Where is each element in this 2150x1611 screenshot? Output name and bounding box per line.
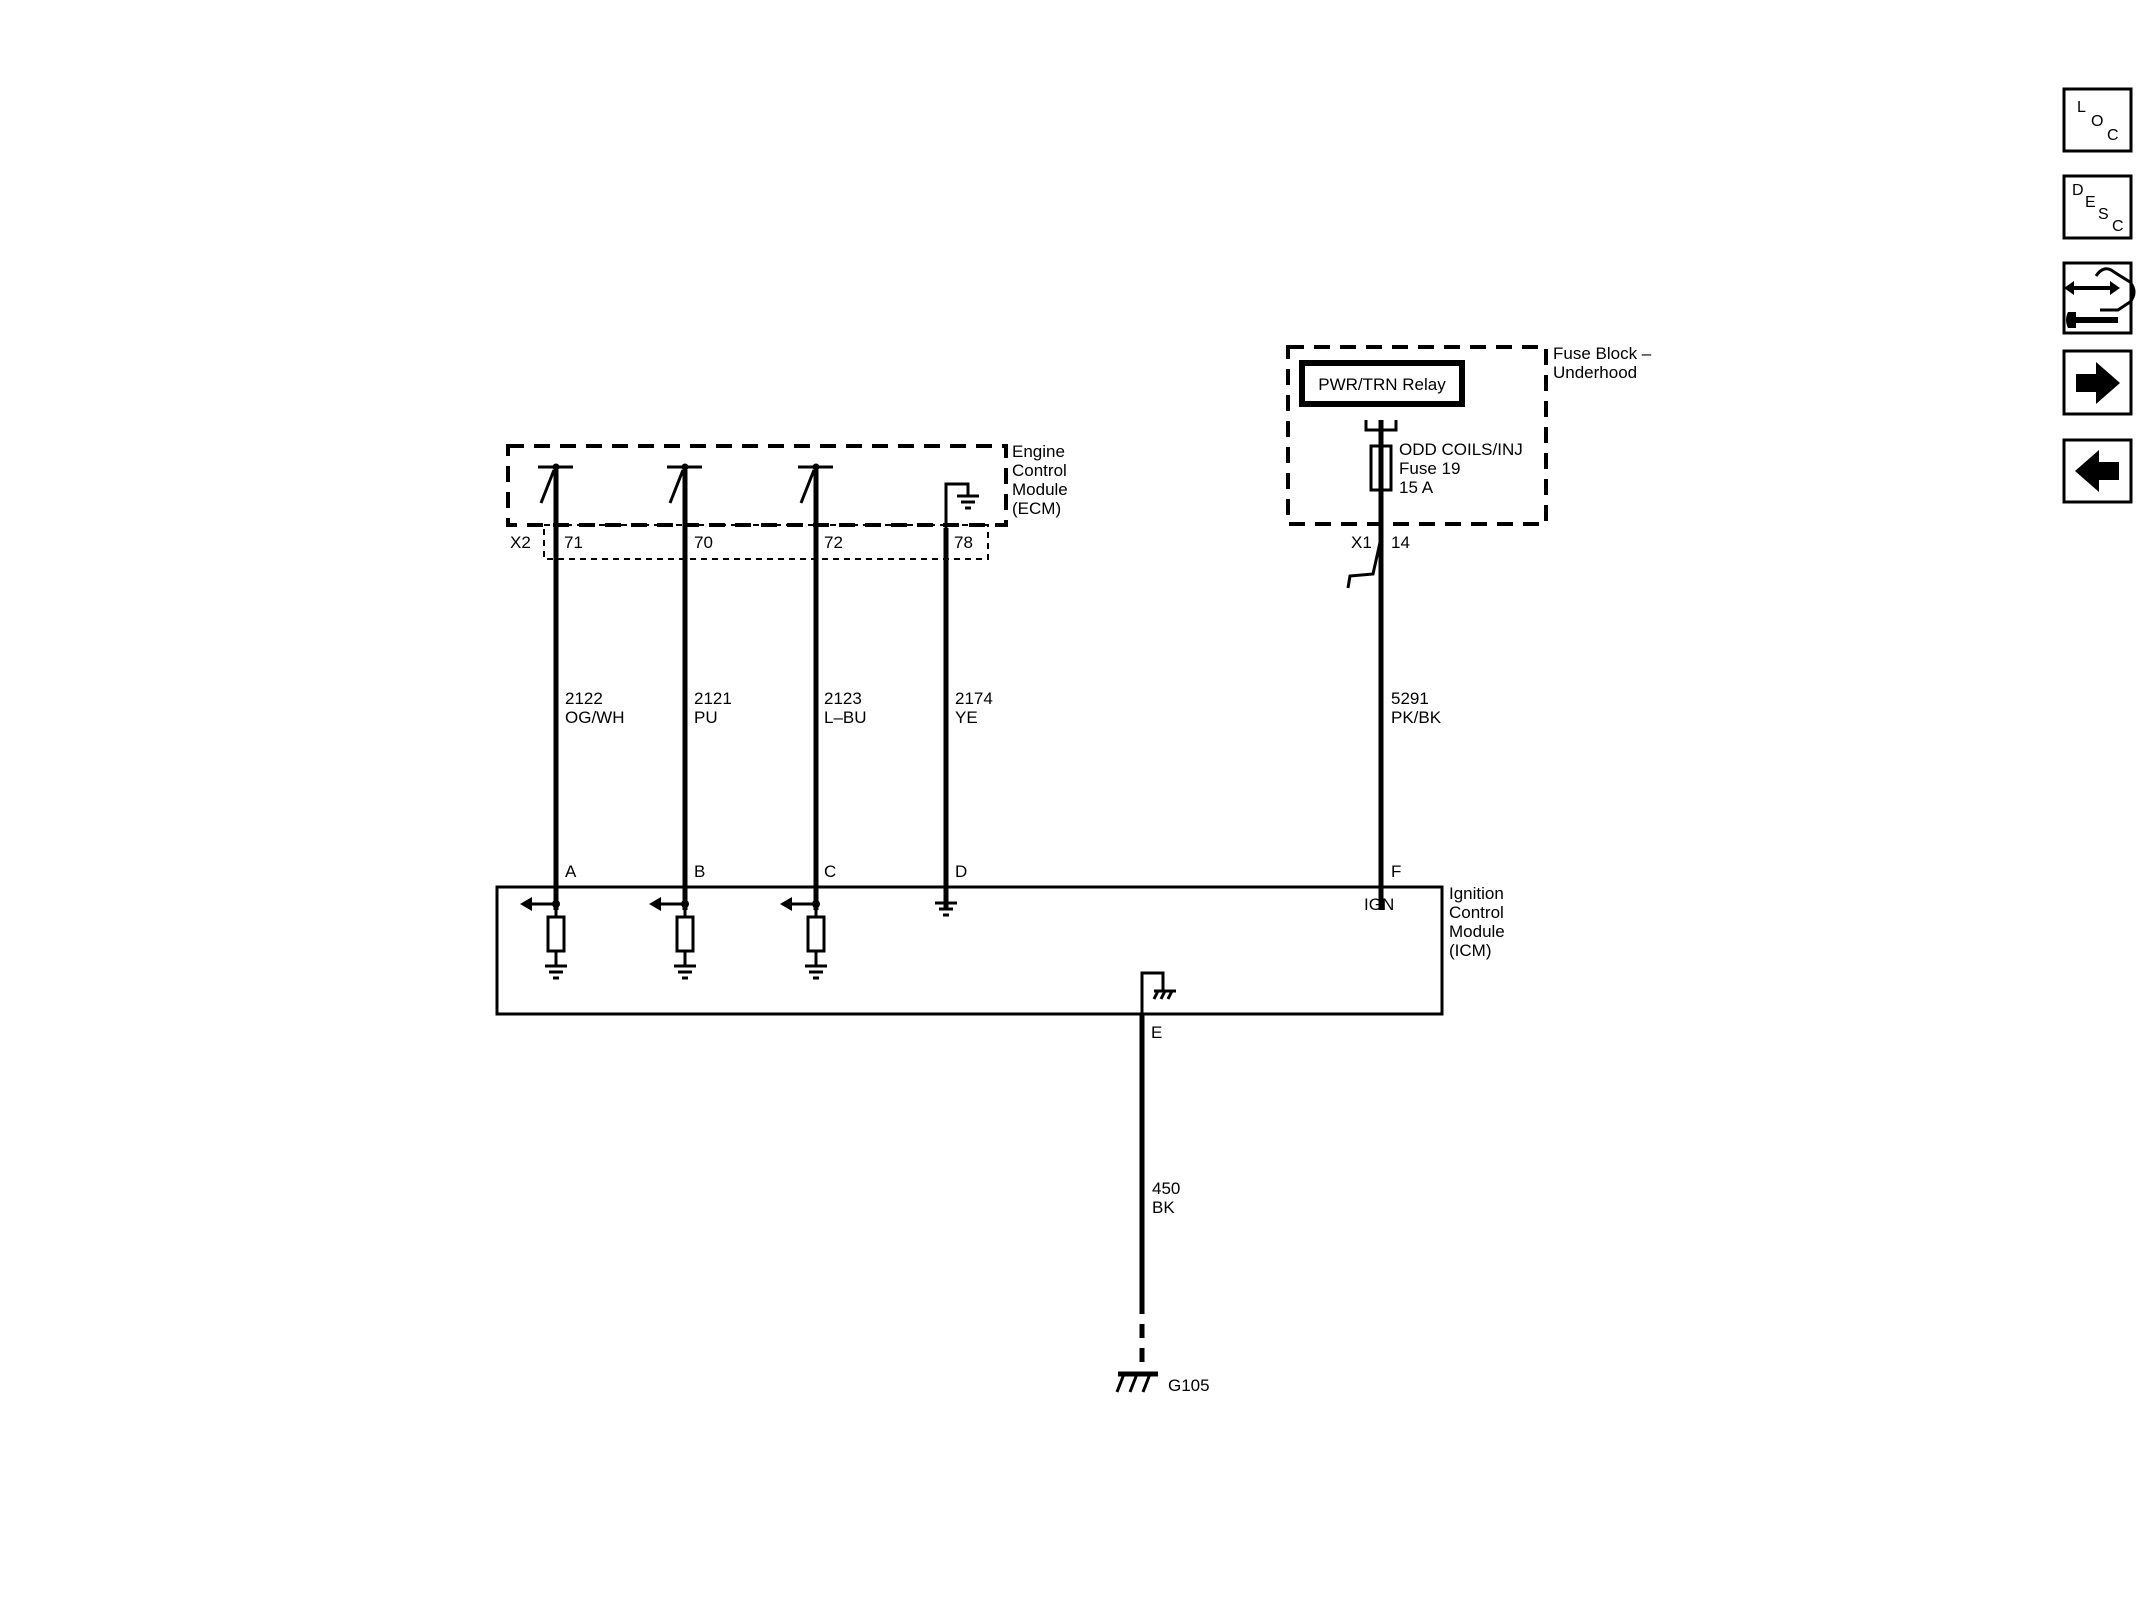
next-page-button[interactable]	[2062, 349, 2133, 416]
connector-hook-x1	[1346, 537, 1383, 589]
ground-g105-symbol	[1115, 1371, 1158, 1393]
fuse-block-underhood: PWR/TRN Relay Fuse Block – Underhood ODD…	[1286, 344, 1652, 552]
location-button-letter-o: O	[2091, 113, 2103, 130]
ground-g105-label: G105	[1168, 1376, 1210, 1395]
fuse-block-name-line-2: Underhood	[1553, 363, 1637, 382]
wire-2123-circuit: 2123	[824, 689, 862, 708]
ecm-name-line-1: Engine	[1012, 442, 1065, 461]
ecm-switch-72	[798, 463, 833, 504]
description-button[interactable]: D E S C	[2062, 174, 2133, 240]
description-button-letter-s: S	[2098, 206, 2109, 223]
previous-page-button[interactable]	[2062, 438, 2133, 504]
wire-2121-color: PU	[694, 708, 718, 727]
ecm-connector-label: X2	[510, 533, 531, 552]
icm-ign-label: IGN	[1364, 895, 1394, 914]
icm-pin-d: D	[955, 862, 967, 881]
location-button-letter-c: C	[2107, 127, 2119, 144]
icm-ground-d	[935, 887, 957, 917]
description-button-letter-d: D	[2072, 182, 2084, 199]
fuse-block-connector-label: X1	[1351, 533, 1372, 552]
icm-pin-b: B	[694, 862, 705, 881]
ecm-switch-70	[667, 463, 702, 504]
arrow-left-icon	[2075, 450, 2119, 492]
wire-2122-color: OG/WH	[565, 708, 625, 727]
description-button-letter-e: E	[2085, 194, 2096, 211]
ecm-module: Engine Control Module (ECM) X2 71 70 72 …	[506, 442, 1068, 560]
fuse-label-line-2: Fuse 19	[1399, 459, 1460, 478]
icm-name-line-2: Control	[1449, 903, 1504, 922]
wire-5291-color: PK/BK	[1391, 708, 1442, 727]
icm-pin-c: C	[824, 862, 836, 881]
ecm-switch-71	[538, 463, 573, 504]
fuse-label-line-1: ODD COILS/INJ	[1399, 440, 1523, 459]
ecm-pin-71: 71	[564, 533, 583, 552]
ecm-name-line-4: (ECM)	[1012, 499, 1061, 518]
wire-2121-circuit: 2121	[694, 689, 732, 708]
wire-2174-color: YE	[955, 708, 978, 727]
location-button-letter-l: L	[2077, 99, 2086, 116]
hand-wrench-icon	[2064, 267, 2136, 328]
description-button-letter-c: C	[2112, 218, 2124, 235]
icm-input-b	[649, 897, 696, 980]
wire-450-color: BK	[1152, 1198, 1175, 1217]
repair-procedure-button[interactable]	[2062, 261, 2136, 335]
ecm-pin-78: 78	[954, 533, 973, 552]
wire-5291-circuit: 5291	[1391, 689, 1429, 708]
icm-name-line-1: Ignition	[1449, 884, 1504, 903]
icm-input-c	[780, 897, 827, 980]
relay-label: PWR/TRN Relay	[1318, 375, 1446, 394]
icm-name-line-4: (ICM)	[1449, 941, 1491, 960]
icm-module: A B C D F IGN Ignition Control Module (I…	[495, 862, 1505, 1042]
icm-name-line-3: Module	[1449, 922, 1505, 941]
ecm-name-line-2: Control	[1012, 461, 1067, 480]
relay-box	[1299, 360, 1465, 407]
ecm-pin-72: 72	[824, 533, 843, 552]
fuse-label-line-3: 15 A	[1399, 478, 1434, 497]
wire-2122-circuit: 2122	[565, 689, 603, 708]
icm-pin-f: F	[1391, 862, 1401, 881]
ecm-pin-70: 70	[694, 533, 713, 552]
arrow-right-icon	[2076, 362, 2120, 404]
fuse-block-pin: 14	[1391, 533, 1410, 552]
wire-2123-color: L–BU	[824, 708, 867, 727]
ecm-ground-symbol	[944, 482, 979, 530]
ecm-name-line-3: Module	[1012, 480, 1068, 499]
wire-450-circuit: 450	[1152, 1179, 1180, 1198]
wire-2174-circuit: 2174	[955, 689, 993, 708]
location-button[interactable]: L O C	[2062, 87, 2133, 153]
icm-input-a	[520, 897, 567, 980]
icm-pin-e: E	[1151, 1023, 1162, 1042]
icm-chassis-ground-e	[1140, 971, 1176, 1014]
icm-pin-a: A	[565, 862, 577, 881]
fuse-block-name-line-1: Fuse Block –	[1553, 344, 1652, 363]
